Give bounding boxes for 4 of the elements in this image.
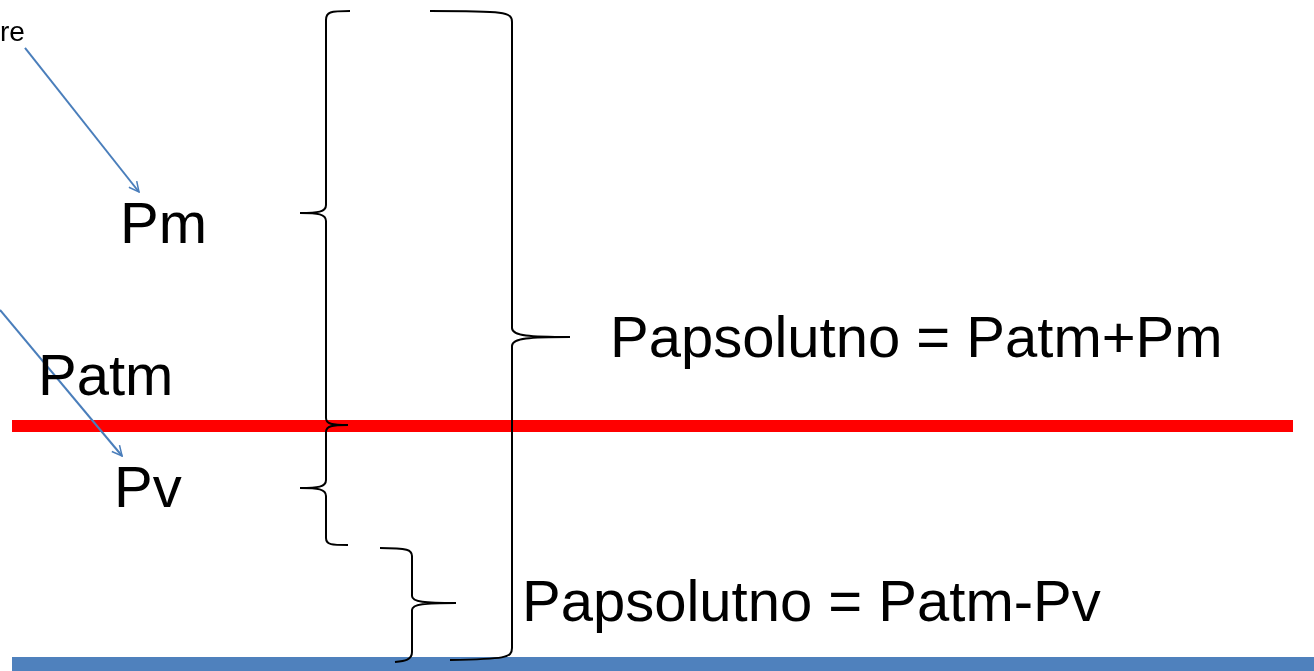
arrow [24,46,140,193]
pressure-symbol: re [0,16,25,48]
pressure-symbol: Pv [114,456,182,518]
pressure-symbol: Pm [120,192,207,254]
